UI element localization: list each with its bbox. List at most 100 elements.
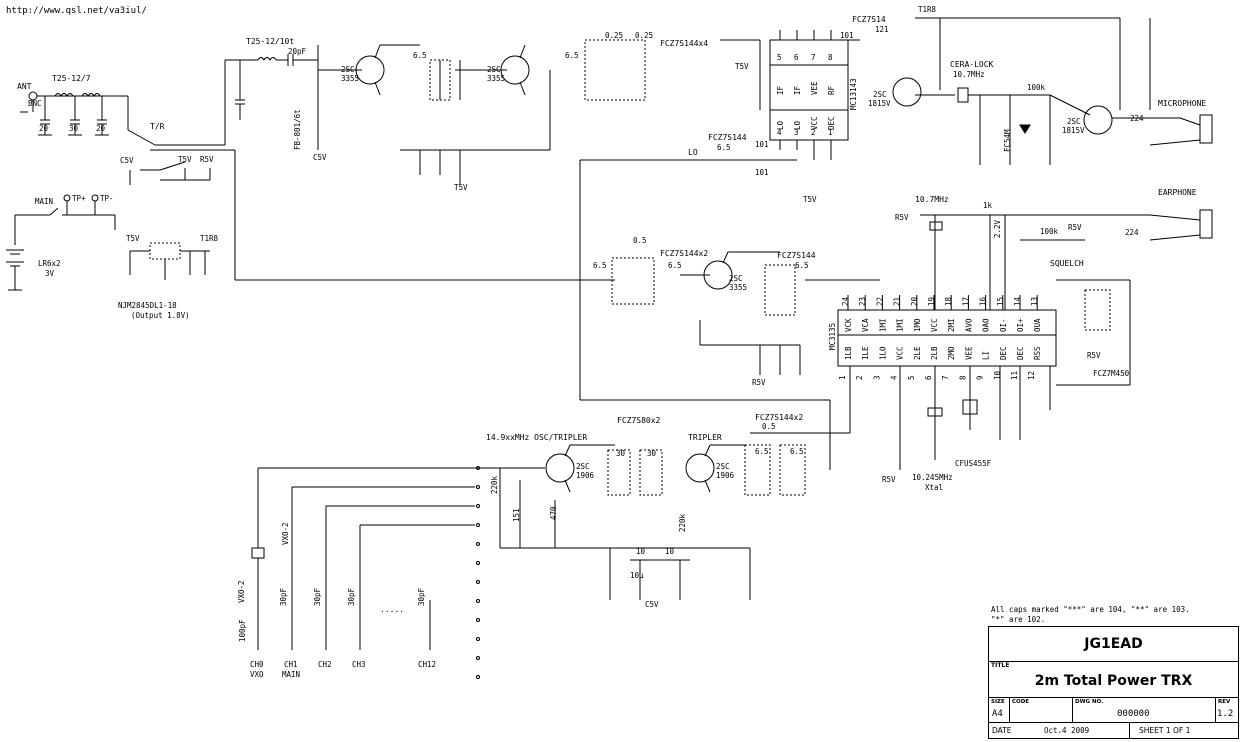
ic-pin-name: 1MI [878, 318, 887, 332]
ic-pin-name: OI- [999, 318, 1008, 332]
transistor-2sc1815v-q3 [892, 77, 922, 107]
author: JG1EAD [989, 627, 1238, 662]
dwg-number: 000000 [1117, 709, 1150, 719]
ellipsis: ..... [380, 605, 404, 614]
ic-pin-name: VCK [844, 318, 853, 332]
coil-label: 6.5 [790, 447, 804, 456]
antenna-section [20, 91, 156, 146]
resistor-label: 220k [490, 475, 499, 494]
dwg-cell: DWG NO. 000000 [1073, 698, 1216, 722]
coil-label: 6.5 [593, 261, 607, 270]
cap-label: 30 [647, 449, 657, 458]
cap-label: 2.2V [993, 219, 1002, 238]
r5v-label: R5V [882, 475, 896, 484]
cap-label: 0.5 [762, 422, 776, 431]
chip-label: MC3135 [828, 323, 837, 350]
channel-label: CH1 [284, 660, 298, 669]
ic-pin-number: 15 [996, 297, 1005, 306]
t5v-label: T5V [735, 62, 749, 71]
filter-label: FCZ7S144 [777, 251, 816, 260]
osc-tripler-label: 14.9xxMHz OSC/TRIPLER [486, 433, 587, 442]
earphone-label: EARPHONE [1158, 188, 1197, 197]
ic-pin-name: 1LB [844, 346, 853, 360]
ic-pin-number: 4 [777, 128, 782, 137]
t5v-label: T5V [803, 195, 817, 204]
ic-pin-number: 7 [811, 53, 816, 62]
size-value: A4 [992, 709, 1003, 719]
transistor-part: 1815V [868, 99, 891, 108]
size-caption: SIZE [991, 699, 1005, 705]
note-line-2: "*" are 102. [991, 615, 1046, 624]
vxo-label: VXO-2 [281, 522, 290, 545]
transistor-label: 2SC [487, 65, 501, 74]
rev-cell: REV 1.2 [1216, 698, 1238, 722]
dwg-caption: DWG NO. [1075, 699, 1104, 705]
ic-pin-number: 23 [858, 297, 867, 306]
rf-amp-stages [235, 39, 646, 185]
ic-pin-number: 22 [875, 297, 884, 306]
ic-pin-name: 1LO [878, 346, 887, 360]
t1r8-label: T1R8 [918, 5, 937, 14]
ic-pin-name: 1MO [913, 318, 922, 332]
ic-pin-name: OAO [982, 318, 991, 332]
transistor-label: 2SC [1067, 117, 1081, 126]
tp-plus-label: TP+ [72, 194, 86, 203]
transistor-label: 2SC [716, 462, 730, 471]
resistor-label: 10 [636, 547, 646, 556]
cap-label: 30pF [279, 587, 288, 606]
ic-pin-name: LO [776, 120, 785, 130]
coil-label: 6.5 [755, 447, 769, 456]
cap-label: 30pF [347, 587, 356, 606]
filter-label: FCZ7S144x4 [660, 39, 708, 48]
coil-l1 [54, 93, 74, 97]
cap-label: 30 [69, 124, 79, 133]
ic-pin-number: 11 [1010, 371, 1019, 380]
chip-label: MC13143 [849, 78, 858, 110]
ic-pin-number: 6 [794, 53, 799, 62]
r5v-label: R5V [1068, 223, 1082, 232]
main-switch-label: MAIN [35, 197, 53, 206]
cap-label: 20 [39, 124, 49, 133]
filter-label: FCZ7S14 [852, 15, 886, 24]
code-caption: CODE [1012, 699, 1030, 705]
ic-pin-name: DEC [999, 346, 1008, 360]
ic-pin-number: 1 [838, 375, 847, 380]
date-caption: DATE [992, 726, 1012, 735]
squelch-label: SQUELCH [1050, 259, 1084, 268]
tp-minus-label: TP- [100, 194, 114, 203]
filter-label: FCZ7S144 [708, 133, 747, 142]
t5v-label: T5V [126, 234, 140, 243]
lo-label: LO [688, 148, 698, 157]
title-block: JG1EAD TITLE 2m Total Power TRX SIZE A4 … [988, 626, 1239, 739]
cap-label: 224 [1130, 114, 1144, 123]
ic-pin-number: 13 [1030, 297, 1039, 306]
ceralock-frequency: 10.7MHz [953, 70, 985, 79]
cap-20pf-label: 20pF [288, 47, 307, 56]
coil-label: FCZ7M450 [1093, 369, 1130, 378]
notes: All caps marked "***" are 104, "**" are … [991, 605, 1190, 625]
ic-pin-number: 8 [828, 53, 833, 62]
coil-label: 6.5 [668, 261, 682, 270]
transistor-2sc1815v-q4 [1083, 105, 1113, 135]
vxo-label: VXO-2 [237, 580, 246, 603]
cap-label: 101 [755, 168, 769, 177]
t5v-label: T5V [178, 155, 192, 164]
ic-pin-name: 1LE [861, 346, 870, 360]
ic-pin-name: RF [827, 85, 836, 95]
ic-pin-number: 21 [893, 297, 902, 306]
ic-pin-number: 3 [872, 375, 881, 380]
regulator-part: NJM2845DL1-18 [118, 301, 177, 310]
sheet-value: SHEET 1 OF 1 [1139, 726, 1191, 735]
ic-pin-name: IF [793, 85, 802, 95]
ceralock-label: CERA-LOCK [950, 60, 994, 69]
ic-pin-number: 1 [828, 128, 833, 137]
cap-label: 151 [512, 508, 521, 522]
resistor-label: 100k [1040, 227, 1059, 236]
title-block-date-row: DATE Oct.4 2009 SHEET 1 OF 1 [989, 723, 1238, 738]
ic-pin-number: 5 [907, 375, 916, 380]
cap-label: 0.25 [635, 31, 653, 40]
ic-pin-name: 1MI [896, 318, 905, 332]
resistor-label: 220k [678, 513, 687, 532]
transistor-part: 3355 [341, 74, 359, 83]
note-line-1: All caps marked "***" are 104, "**" are … [991, 605, 1190, 614]
